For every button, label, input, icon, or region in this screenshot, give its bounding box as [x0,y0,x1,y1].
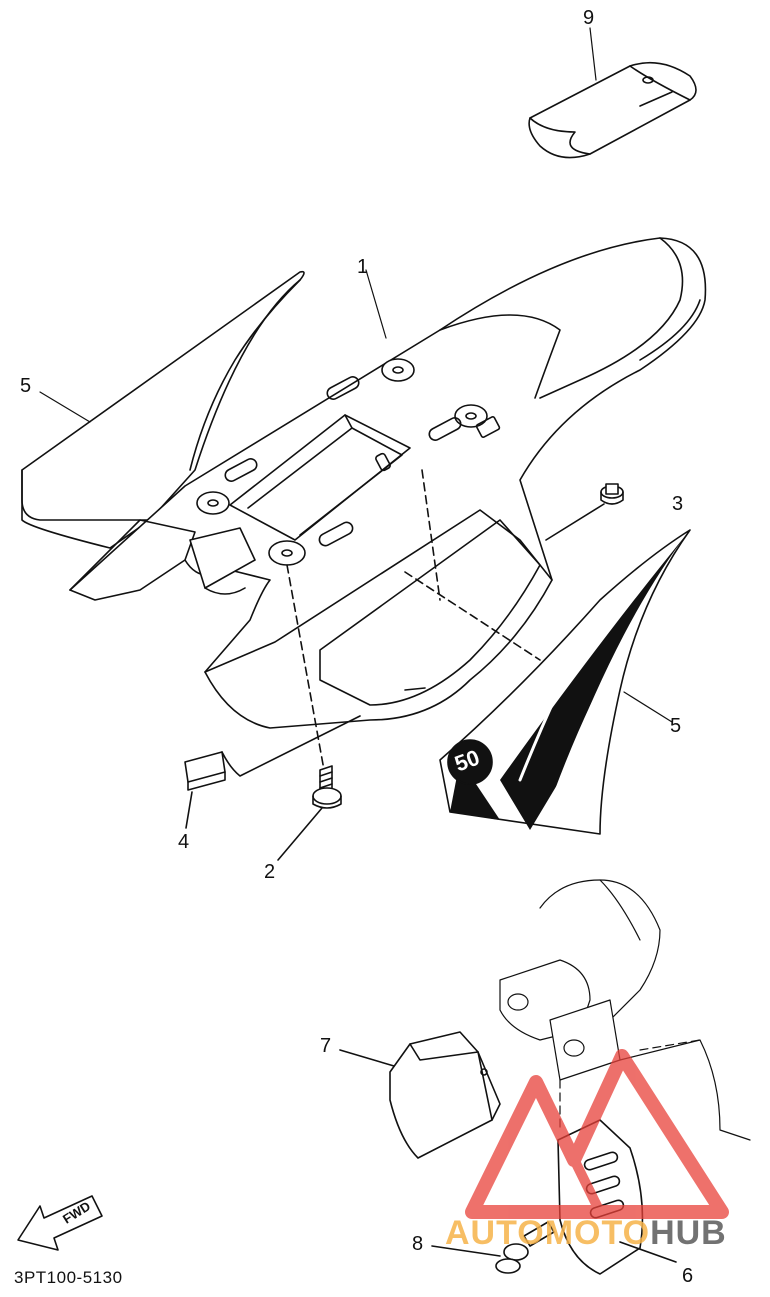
callout-9: 9 [583,7,595,29]
part-1-rear-fender [69,237,707,771]
part-3-screw [545,483,624,541]
part-9-pad [528,61,697,159]
callout-8: 8 [412,1233,424,1255]
part-8-bolt [431,1221,555,1274]
watermark-text-part2: HUB [650,1214,727,1252]
fender-mount-hole [268,540,306,566]
part-5-right-side-cover [439,529,691,835]
callout-2: 2 [264,861,276,883]
callout-4: 4 [178,831,190,853]
fender-mount-hole [454,404,488,428]
leader-lines [39,27,673,723]
fender-mount-hole [196,491,230,515]
watermark-text-part1: AUTOMOTO [445,1214,651,1252]
callout-6: 6 [682,1265,694,1287]
part-5-left-side-cover [21,270,305,549]
fender-mount-hole [381,358,415,382]
part-7-bracket [339,1031,501,1159]
part-2-bolt [277,765,342,861]
callout-1: 1 [357,256,369,278]
callout-3: 3 [672,493,684,515]
decal-number-badge [447,739,493,785]
watermark-text: AUTOMOTOHUB [445,1216,727,1250]
fwd-arrow-icon [17,1195,103,1251]
frame-outline [499,879,751,1141]
part-code: 3PT100-5130 [14,1268,123,1287]
watermark-logo [465,1049,729,1219]
callout-5-right: 5 [670,715,682,737]
callout-7: 7 [320,1035,332,1057]
callout-5-left: 5 [20,375,32,397]
side-cover-stripe [500,530,690,830]
part-4-pad [184,715,361,829]
